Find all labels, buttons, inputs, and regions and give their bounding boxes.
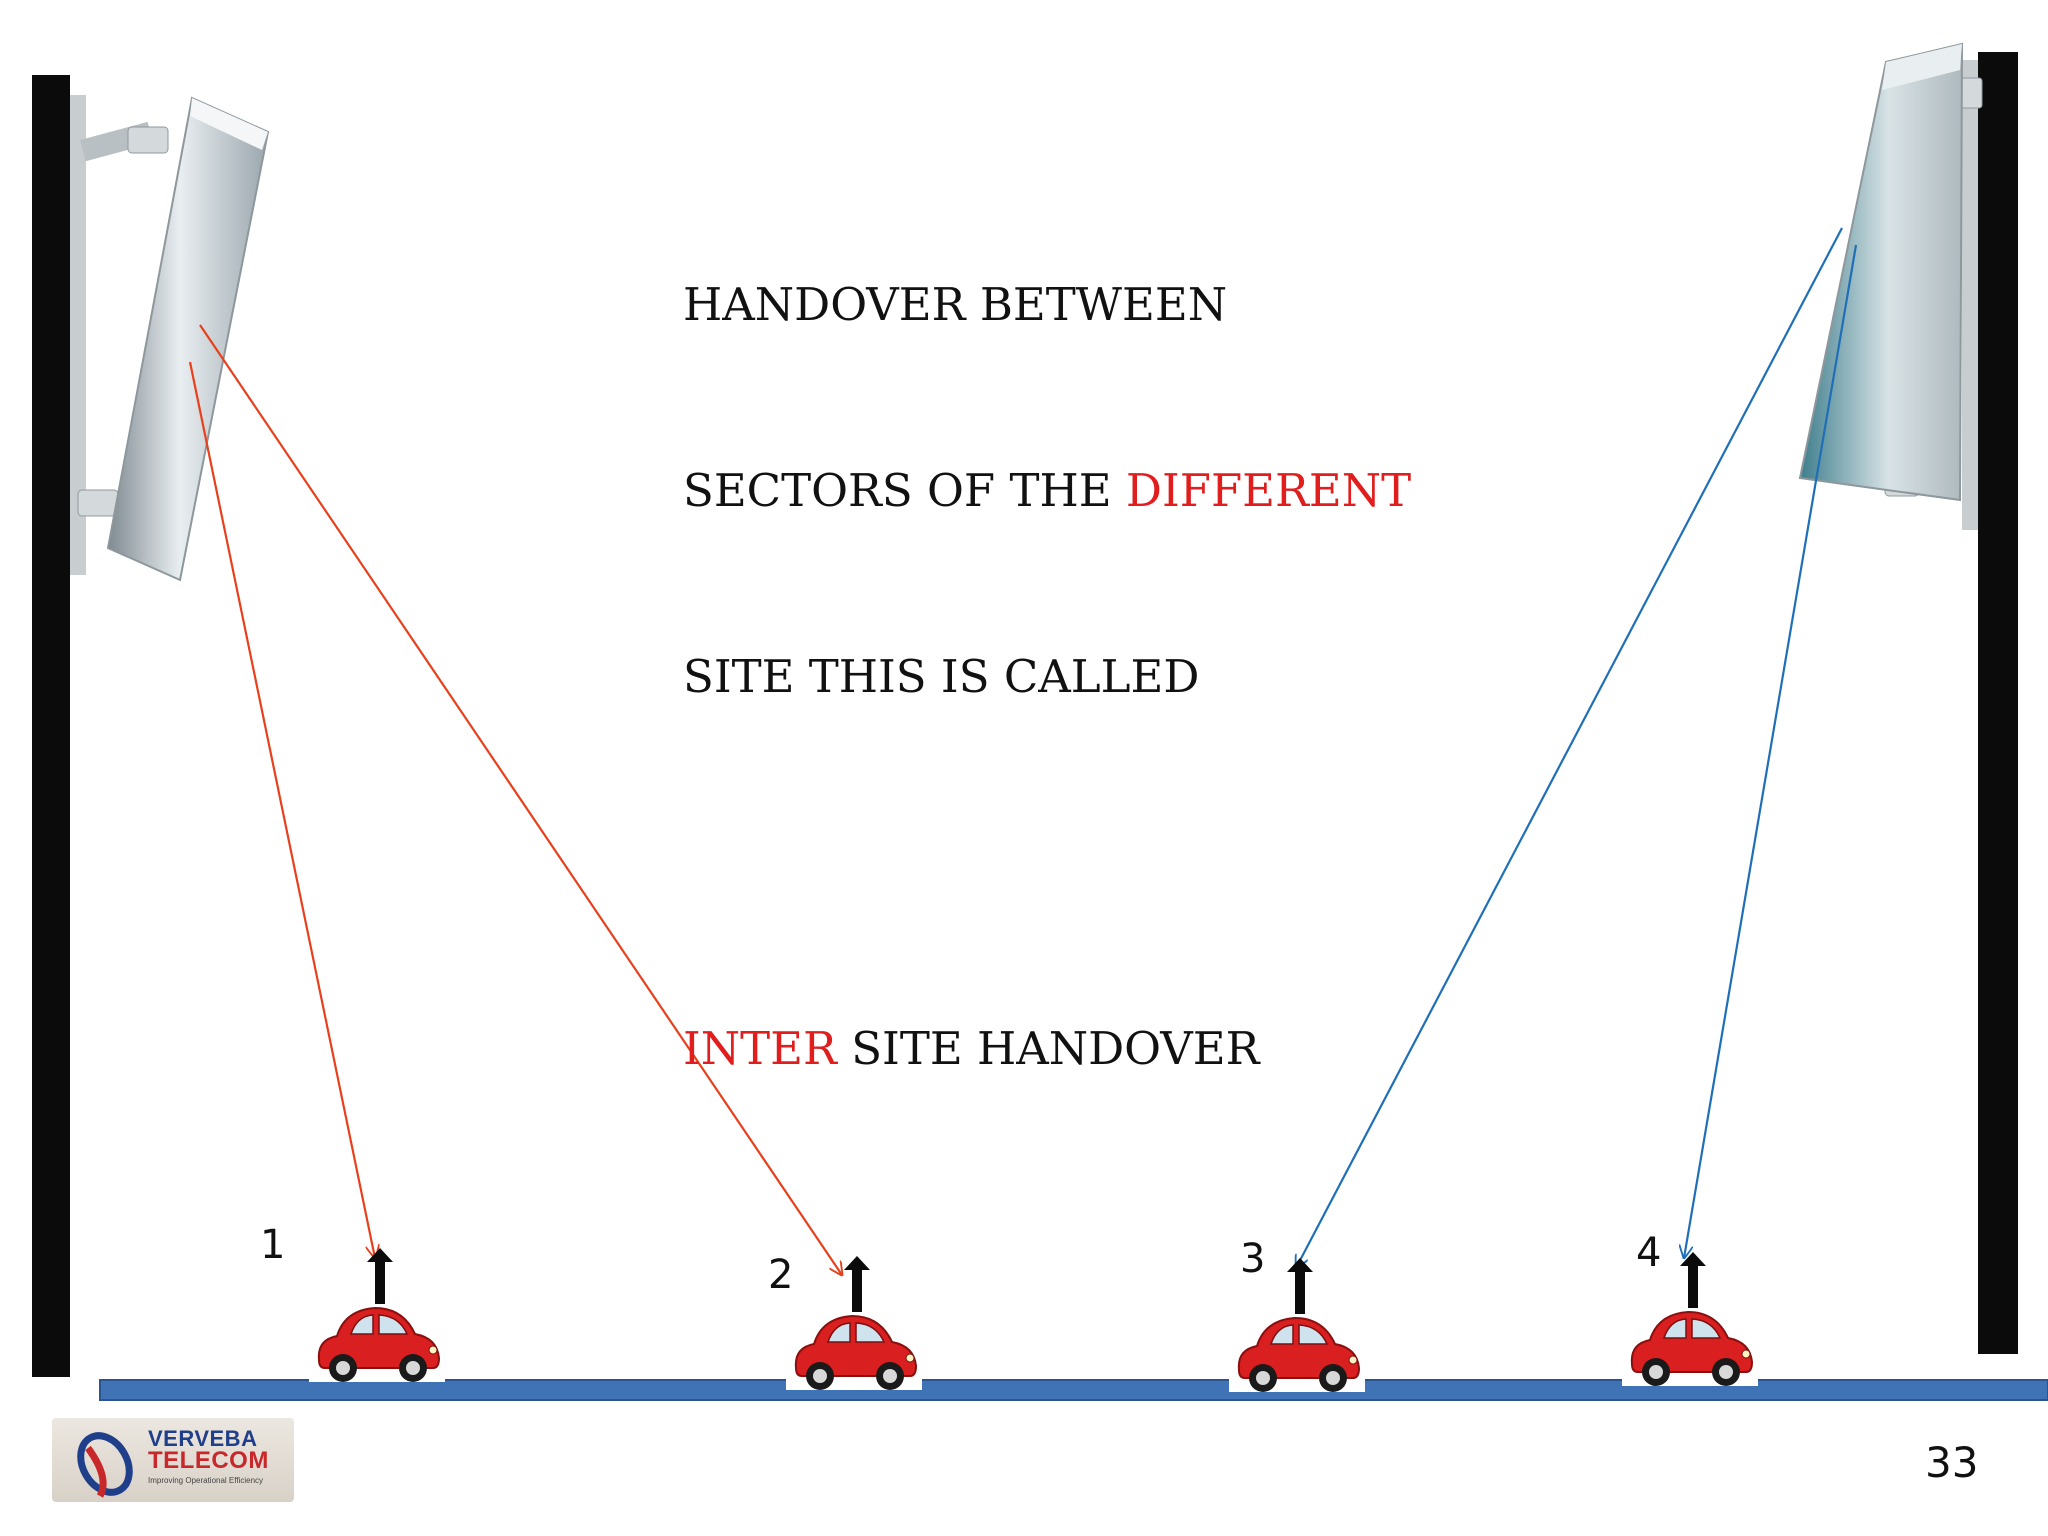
company-logo: VERVEBA TELECOM Improving Operational Ef… bbox=[52, 1418, 294, 1502]
car-2-direction-arrow-icon bbox=[844, 1256, 870, 1312]
car-1 bbox=[309, 1248, 445, 1382]
left-mast bbox=[32, 75, 70, 1377]
car-1-direction-arrow-icon bbox=[367, 1248, 393, 1304]
page-number: 33 bbox=[1925, 1438, 1979, 1487]
heading-line-2-prefix: SECTORS OF THE bbox=[683, 464, 1126, 517]
car-4 bbox=[1622, 1252, 1758, 1386]
heading-spacer bbox=[683, 832, 1411, 894]
car-3 bbox=[1229, 1258, 1365, 1392]
car-label-1: 1 bbox=[260, 1222, 286, 1268]
right-antenna bbox=[1798, 42, 1983, 530]
heading-line-3: SITE THIS IS CALLED bbox=[683, 650, 1200, 703]
heading-line-5-suffix: SITE HANDOVER bbox=[836, 1022, 1260, 1075]
heading-highlight-inter: INTER bbox=[683, 1022, 837, 1075]
heading-line-5: INTER SITE HANDOVER bbox=[683, 1018, 1411, 1080]
heading-line-2: SECTORS OF THE DIFFERENT bbox=[683, 460, 1411, 522]
car-label-2: 2 bbox=[768, 1252, 794, 1298]
signal-link-left-to-car-2 bbox=[199, 324, 842, 1275]
signal-link-right-to-car-4 bbox=[1684, 244, 1858, 1258]
logo-line-1: VERVEBA bbox=[148, 1426, 258, 1451]
right-mast bbox=[1978, 52, 2018, 1354]
heading-highlight-different: DIFFERENT bbox=[1125, 464, 1412, 517]
heading-line-1: HANDOVER BETWEEN bbox=[683, 278, 1228, 331]
signal-link-right-to-car-3 bbox=[1296, 227, 1843, 1268]
car-3-direction-arrow-icon bbox=[1287, 1258, 1313, 1314]
logo-line-2: TELECOM bbox=[148, 1447, 269, 1474]
car-4-direction-arrow-icon bbox=[1680, 1252, 1706, 1308]
logo-swoosh-icon bbox=[77, 1432, 133, 1498]
slide-heading: HANDOVER BETWEEN SECTORS OF THE DIFFEREN… bbox=[683, 150, 1411, 1204]
car-label-4: 4 bbox=[1636, 1230, 1662, 1276]
car-label-3: 3 bbox=[1240, 1236, 1266, 1282]
logo-tagline: Improving Operational Efficiency bbox=[148, 1476, 264, 1485]
cars-layer bbox=[309, 1248, 1758, 1392]
road bbox=[99, 1379, 2048, 1401]
car-2 bbox=[786, 1256, 922, 1390]
signal-link-left-to-car-1 bbox=[188, 361, 375, 1258]
left-antenna bbox=[70, 95, 270, 582]
